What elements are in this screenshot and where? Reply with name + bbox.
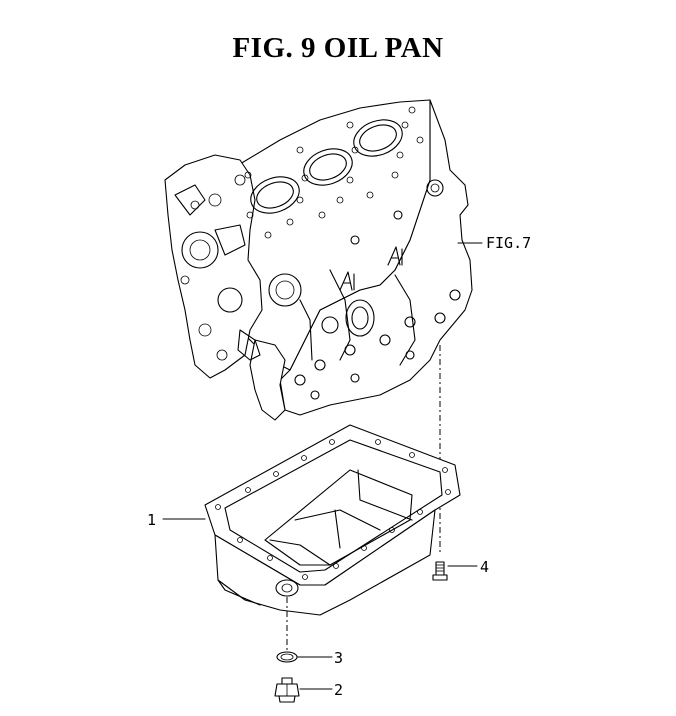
callout-1-label: 1 xyxy=(147,511,156,529)
callout-4-label: 4 xyxy=(480,558,489,576)
callout-fig7-label: FIG.7 xyxy=(486,234,531,252)
bolt xyxy=(432,561,448,581)
callout-3-label: 3 xyxy=(334,649,343,667)
drain-plug xyxy=(274,677,300,703)
oil-pan xyxy=(204,424,461,616)
callout-2-label: 2 xyxy=(334,681,343,699)
engine-block xyxy=(164,99,473,421)
gasket xyxy=(276,651,298,663)
figure-title: FIG. 9 OIL PAN xyxy=(232,32,444,64)
